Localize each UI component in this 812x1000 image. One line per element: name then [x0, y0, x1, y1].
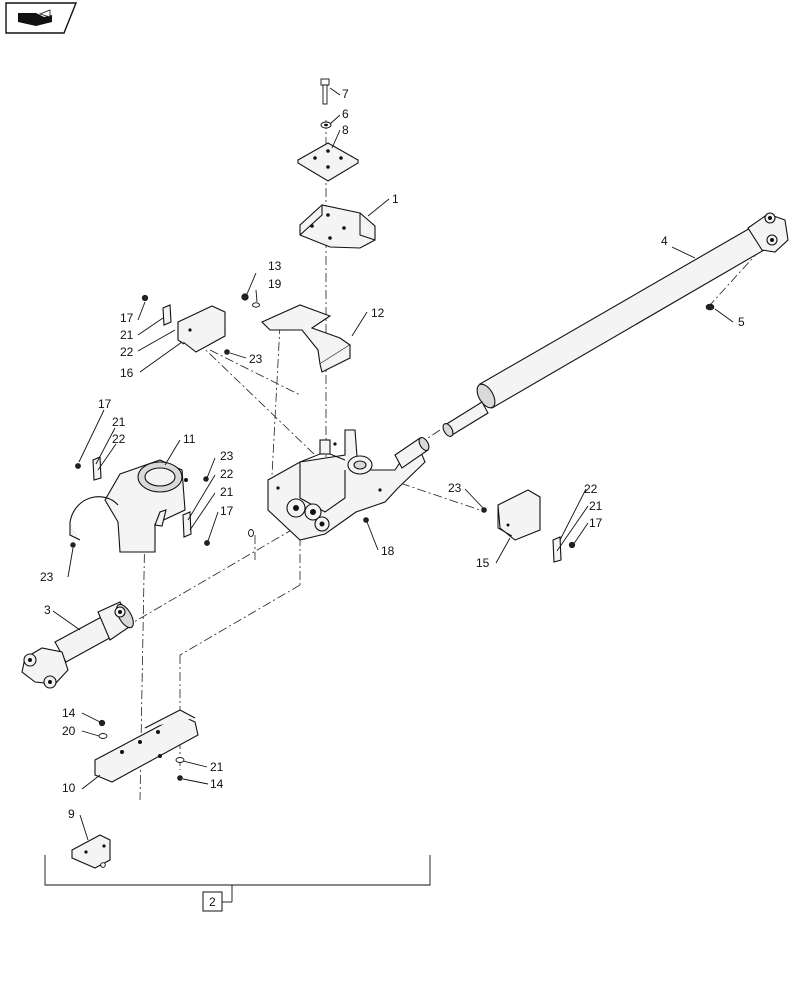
- bracket-1: [299, 204, 376, 249]
- callout-23-upper: 23: [249, 352, 263, 366]
- assembly-phantom-lines: [109, 120, 761, 801]
- callout-numbers: 7 6 8 1 4 5 13 19 12 17 21 22 16 23 17 2…: [40, 87, 745, 821]
- washer-6: [320, 121, 332, 129]
- nut-23-right: [481, 507, 487, 513]
- small-fitting: [248, 529, 254, 537]
- callout-21-lower: 21: [210, 760, 224, 774]
- callout-4: 4: [661, 234, 668, 248]
- hardware-21-14-lower: [175, 757, 185, 781]
- group-bracket: [44, 855, 431, 902]
- bolt-5: [705, 303, 715, 311]
- callout-12: 12: [371, 306, 385, 320]
- callout-13: 13: [268, 259, 282, 273]
- callout-9: 9: [68, 807, 75, 821]
- callout-21-left: 21: [112, 415, 126, 429]
- callout-23-left: 23: [40, 570, 54, 584]
- callout-22-left: 22: [112, 432, 126, 446]
- callout-14-upper: 14: [62, 706, 76, 720]
- callout-3: 3: [44, 603, 51, 617]
- callout-20: 20: [62, 724, 76, 738]
- callout-15: 15: [476, 556, 490, 570]
- callout-21-upper: 21: [120, 328, 134, 342]
- group-label-box[interactable]: 2: [202, 891, 232, 912]
- callout-22-mid: 22: [220, 467, 234, 481]
- callout-10: 10: [62, 781, 76, 795]
- drive-shaft-3: [21, 601, 134, 689]
- callout-17-mid: 17: [220, 504, 234, 518]
- callout-11: 11: [183, 432, 196, 446]
- callout-7: 7: [342, 87, 349, 101]
- group-label: 2: [209, 895, 216, 909]
- callout-17-right: 17: [589, 516, 603, 530]
- callout-1: 1: [392, 192, 399, 206]
- callout-17-upper: 17: [120, 311, 134, 325]
- book-nav-icon[interactable]: [5, 2, 78, 34]
- callout-23-right: 23: [448, 481, 462, 495]
- callout-21-mid: 21: [220, 485, 234, 499]
- callout-21-right: 21: [589, 499, 603, 513]
- washer-19: [252, 302, 260, 308]
- callout-6: 6: [342, 107, 349, 121]
- bracket-10: [94, 709, 199, 783]
- plate-8: [296, 142, 360, 182]
- nut-23-upper: [224, 349, 230, 355]
- hardware-near-11: [70, 456, 210, 548]
- callout-23-mid: 23: [220, 449, 234, 463]
- nut-13: [241, 293, 249, 301]
- callout-leaders: [52, 87, 734, 841]
- guard-16: [177, 305, 226, 353]
- drive-shaft-4: [442, 212, 789, 437]
- gearbox-housing-18: [267, 429, 430, 541]
- hardware-14-20: [98, 719, 108, 739]
- fitting-18: [363, 517, 369, 523]
- guard-15: [497, 489, 541, 541]
- bolt-7: [320, 78, 330, 105]
- bracket-12: [261, 304, 351, 373]
- bracket-9: [71, 834, 111, 869]
- callout-17-left: 17: [98, 397, 112, 411]
- shield-11: [69, 459, 188, 553]
- callout-16: 16: [120, 366, 134, 380]
- hardware-17-21-22-upper: [141, 294, 172, 326]
- callout-22-upper: 22: [120, 345, 134, 359]
- callout-8: 8: [342, 123, 349, 137]
- callout-5: 5: [738, 315, 745, 329]
- hardware-17-21-22-right: [552, 536, 576, 563]
- callout-14-lower: 14: [210, 777, 224, 791]
- callout-18: 18: [381, 544, 395, 558]
- callout-19: 19: [268, 277, 282, 291]
- callout-22-right: 22: [584, 482, 598, 496]
